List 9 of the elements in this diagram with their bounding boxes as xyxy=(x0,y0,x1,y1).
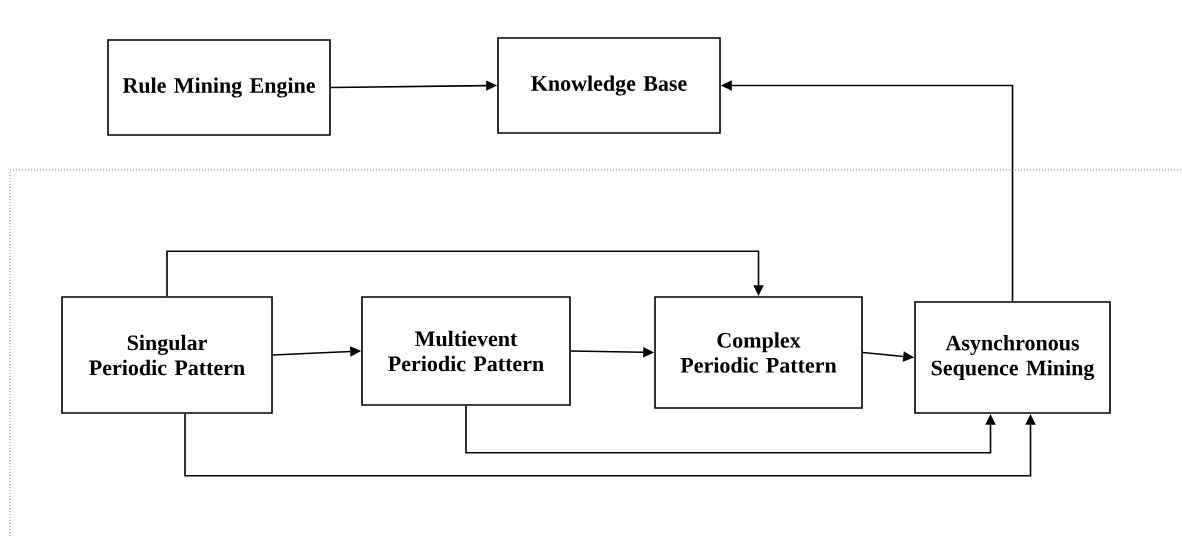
process-box: Complex Periodic Pattern xyxy=(654,296,863,409)
process-box: Singular Periodic Pattern xyxy=(61,296,273,414)
process-box: Knowledge Base xyxy=(497,37,721,134)
process-box: Multievent Periodic Pattern xyxy=(361,296,571,406)
arrow xyxy=(166,250,764,297)
arrow xyxy=(465,405,996,454)
arrow xyxy=(184,413,1036,477)
process-box: Rule Mining Engine xyxy=(107,39,331,136)
process-box: Asynchronous Sequence Mining xyxy=(914,301,1111,414)
